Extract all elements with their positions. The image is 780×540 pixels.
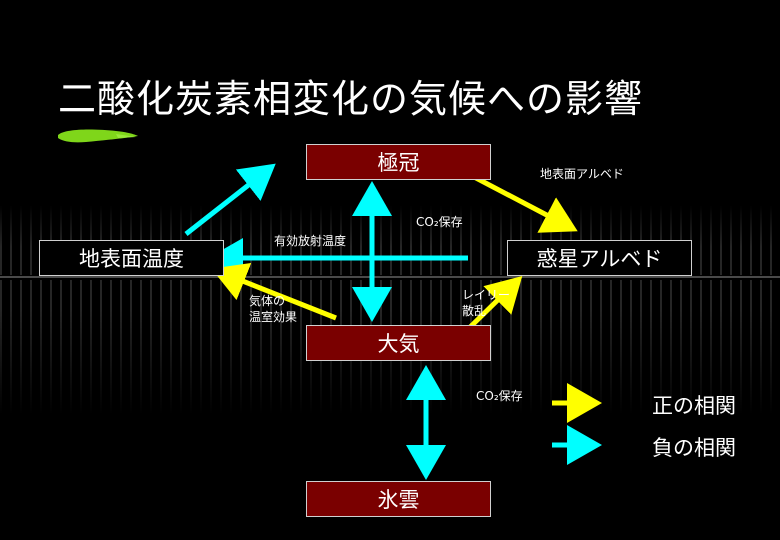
legend-positive-label: 正の相関 bbox=[652, 394, 736, 418]
node-surface-temperature: 地表面温度 bbox=[39, 240, 224, 276]
node-ice-cloud: 氷雲 bbox=[306, 481, 491, 517]
arrow-surface-to-icecap bbox=[184, 163, 276, 236]
arrow-atmosphere-to-surface bbox=[211, 262, 337, 321]
green-brush-stroke bbox=[58, 129, 138, 143]
label-rayleigh-line1: レイリー bbox=[462, 288, 511, 302]
label-greenhouse-line2: 温室効果 bbox=[249, 310, 298, 324]
node-ice-cap: 極冠 bbox=[306, 144, 491, 180]
legend-negative-label: 負の相関 bbox=[652, 436, 736, 460]
label-greenhouse-line1: 気体の bbox=[249, 294, 286, 308]
label-surface-albedo: 地表面アルベド bbox=[540, 167, 624, 181]
label-co2-storage-top: CO₂保存 bbox=[416, 215, 463, 229]
slide-title: 二酸化炭素相変化の気候への影響 bbox=[58, 77, 644, 121]
node-atmosphere: 大気 bbox=[306, 325, 491, 361]
label-co2-storage-bottom: CO₂保存 bbox=[476, 389, 523, 403]
label-rayleigh-line2: 散乱 bbox=[462, 304, 487, 318]
label-effective-radiation-temp: 有効放射温度 bbox=[274, 234, 347, 248]
node-planet-albedo: 惑星アルベド bbox=[507, 240, 692, 276]
